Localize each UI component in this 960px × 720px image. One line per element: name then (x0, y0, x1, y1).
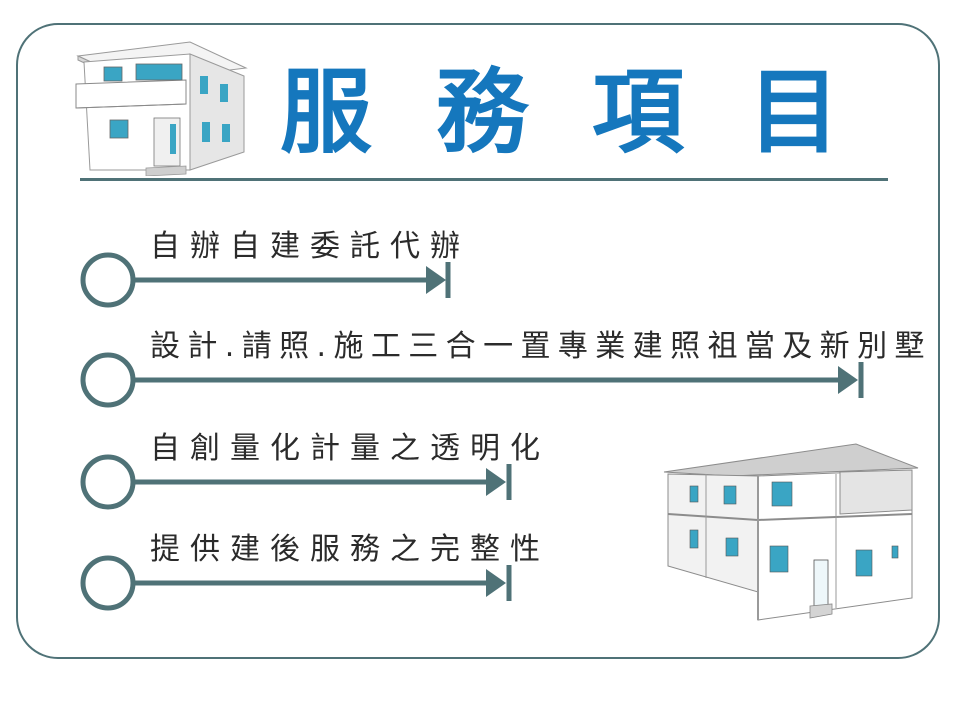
bullet-arrow-1 (80, 252, 451, 308)
title-char-4: 目 (747, 59, 840, 166)
service-item-1: 自辦自建委託代辦 (150, 229, 470, 264)
service-item-2: 設計.請照.施工三合一置專業建照祖當及新別墅 (150, 329, 932, 364)
service-item-3: 自創量化計量之透明化 (150, 431, 550, 466)
bullet-arrow-4 (80, 555, 512, 611)
service-item-4: 提供建後服務之完整性 (150, 532, 550, 567)
two-story-house-icon (75, 41, 248, 176)
bullet-arrow-3 (80, 454, 512, 510)
title-divider (80, 178, 888, 181)
title-char-2: 務 (435, 59, 528, 166)
page-title: 服 務 項 目 (280, 58, 840, 168)
title-char-1: 服 (280, 59, 373, 166)
bullet-arrow-2 (80, 352, 864, 408)
title-char-3: 項 (591, 59, 684, 166)
house-perspective-icon (663, 443, 919, 621)
